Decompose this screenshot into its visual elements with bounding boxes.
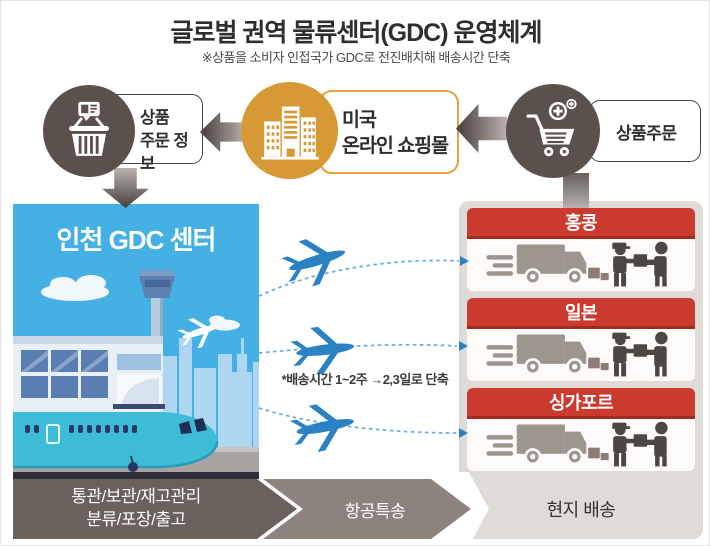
destination-title: 일본 — [467, 298, 695, 329]
delivery-truck-icon — [485, 330, 669, 378]
cart-plus-icon — [526, 99, 577, 157]
step1-line1: 통관/보관/재고관리 — [71, 487, 201, 507]
local-delivery-scene — [467, 329, 695, 381]
destinations-panel: 홍콩 일본 싱가포르 — [459, 201, 703, 539]
local-delivery-scene — [467, 419, 695, 471]
step-customs-warehouse: 통관/보관/재고관리 분류/포장/출고 — [13, 479, 297, 539]
delivery-truck-icon — [485, 240, 669, 288]
page-subtitle: ※상품을 소비자 인접국가 GDC로 전진배치해 배송시간 단축 — [201, 50, 511, 65]
us-mall-line1: 미국 — [342, 109, 377, 131]
page-title: 글로벌 권역 물류센터(GDC) 운영체계 — [170, 19, 542, 47]
step2-label: 항공특송 — [344, 501, 406, 521]
us-mall-line2: 온라인 쇼핑몰 — [342, 135, 449, 158]
destination-title: 싱가포르 — [467, 388, 695, 419]
step1-line2: 분류/포장/출고 — [86, 510, 186, 529]
order-info-line2: 주문 정보 — [140, 132, 189, 174]
order-info-circle — [43, 85, 135, 177]
destination-card-singapore: 싱가포르 — [467, 388, 695, 471]
destination-card-japan: 일본 — [467, 298, 695, 381]
arrow-to-us-mall — [456, 104, 507, 153]
arrow-to-order-info — [200, 112, 246, 152]
gdc-center-label: 인천 GDC 센터 — [56, 225, 217, 255]
local-delivery-scene — [467, 239, 695, 291]
airplane-icon — [287, 397, 359, 457]
step-local-delivery: 현지 배송 — [459, 479, 703, 539]
us-mall-circle — [241, 82, 338, 179]
step3-label: 현지 배송 — [546, 500, 616, 520]
buildings-icon — [260, 106, 319, 160]
airplane-icon — [278, 229, 352, 293]
order-circle — [506, 84, 600, 178]
order-label: 상품주문 — [616, 123, 677, 143]
incheon-airport-illustration — [13, 270, 259, 479]
order-info-line1: 상품 — [140, 109, 170, 127]
delivery-time-note: *배송시간 1~2주 →2,3일로 단축 — [281, 372, 449, 387]
basket-icon — [69, 101, 109, 156]
delivery-truck-icon — [485, 420, 669, 468]
order-box: 상품주문 — [589, 100, 701, 162]
gdc-center-panel: 인천 GDC 센터 — [13, 204, 259, 479]
destination-card-hongkong: 홍콩 — [467, 208, 695, 291]
arrow-down-to-destinations-icon — [563, 173, 589, 208]
us-mall-box: 미국 온라인 쇼핑몰 — [319, 90, 459, 174]
destination-title: 홍콩 — [467, 208, 695, 239]
flight-paths-overlay — [258, 229, 469, 457]
